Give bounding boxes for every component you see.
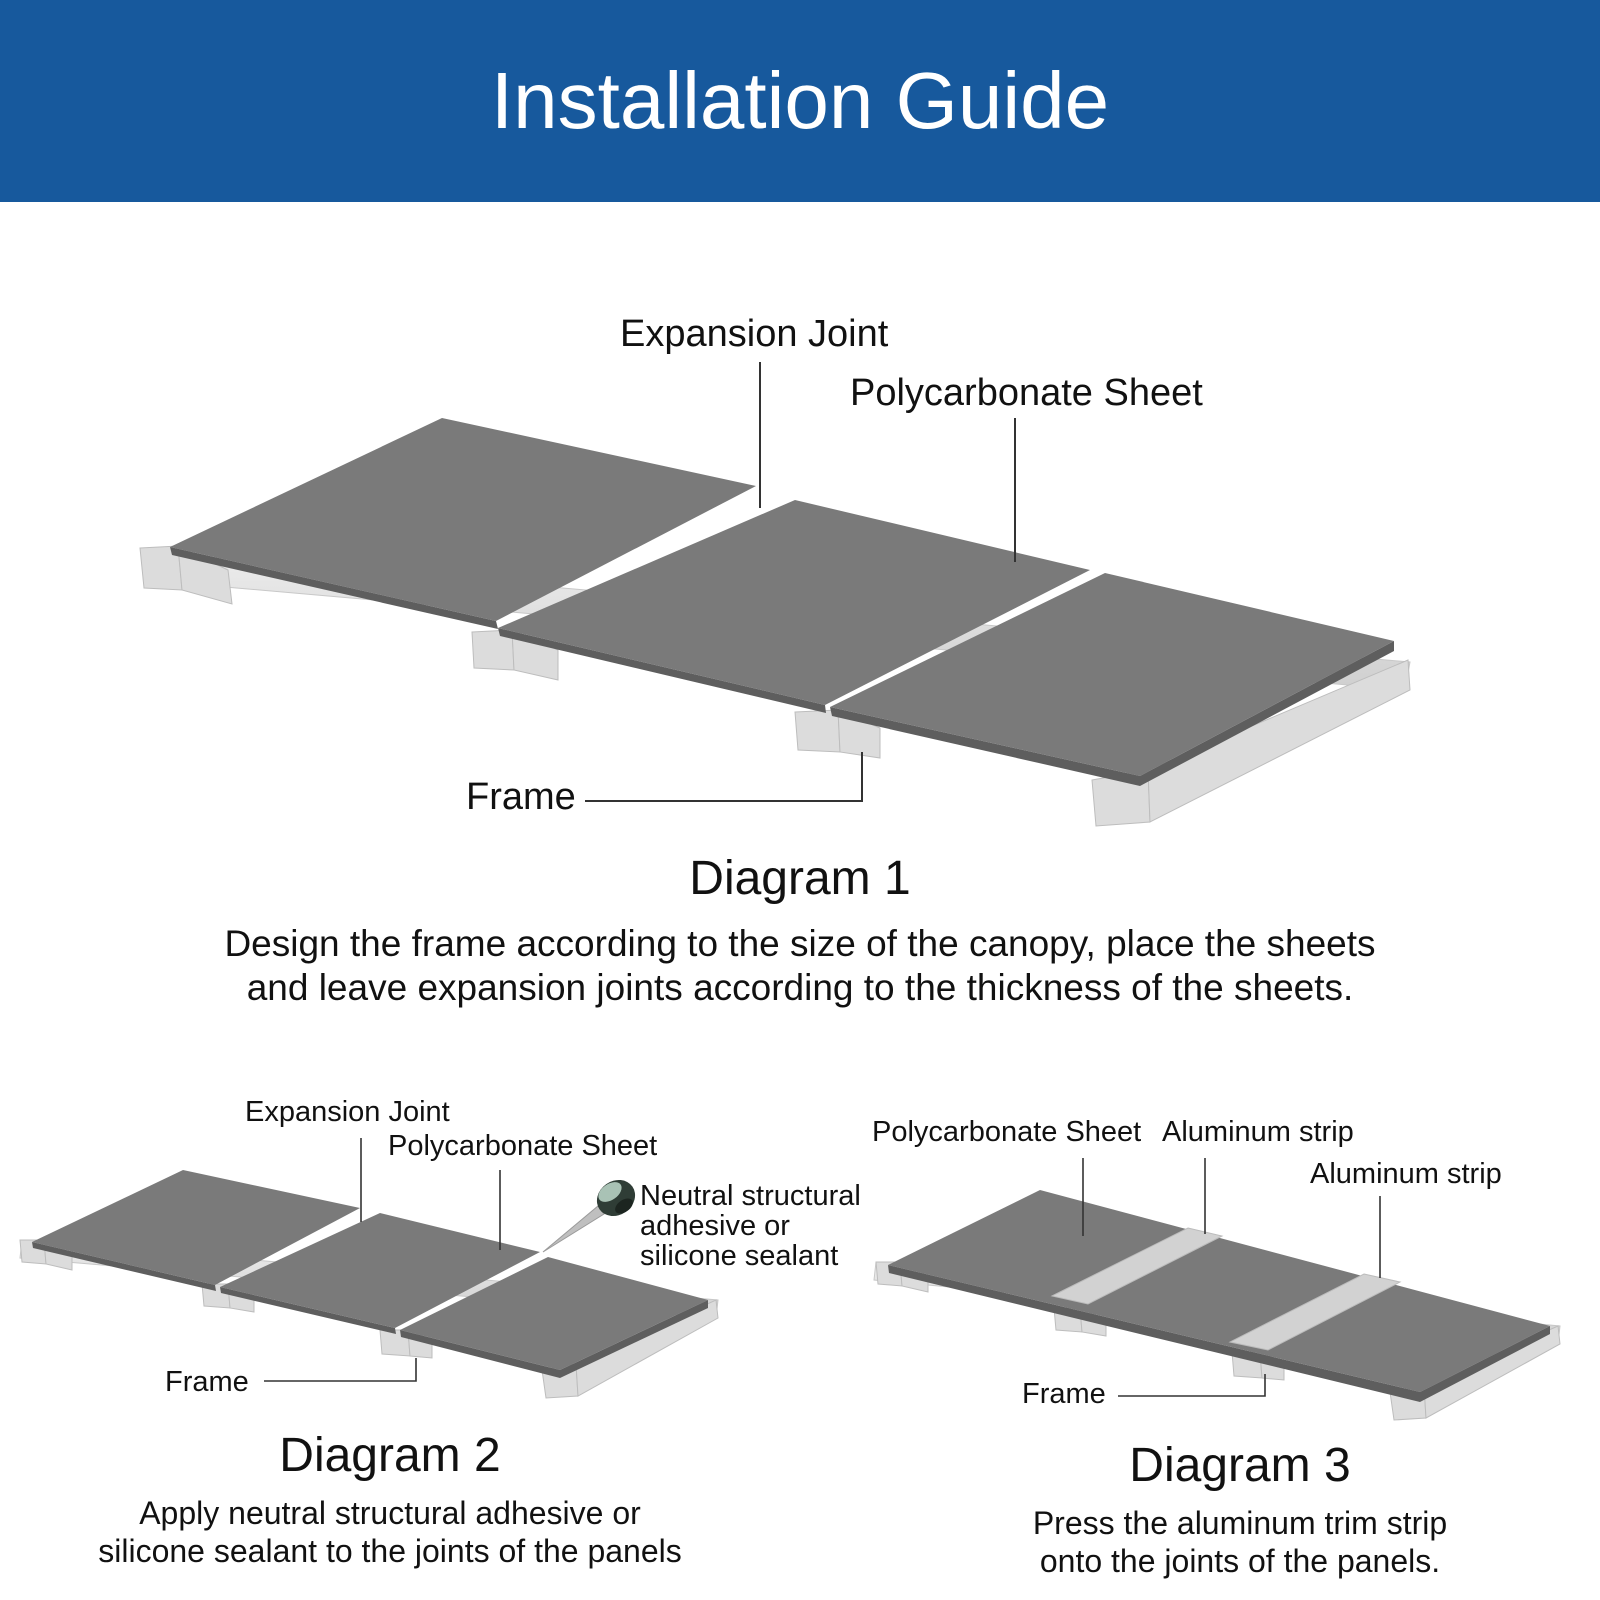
diagram3-label-aluminum-strip-2: Aluminum strip [1310, 1158, 1502, 1190]
diagram1-title: Diagram 1 [689, 852, 911, 905]
diagram2-leader-lines [264, 1138, 501, 1382]
diagram3-caption-line1: Press the aluminum trim strip [1032, 1505, 1448, 1541]
diagram2-sealant-tube-icon [542, 1179, 636, 1253]
diagram1-caption: Design the frame according to the size o… [80, 922, 1520, 1011]
diagram2-title: Diagram 2 [279, 1429, 501, 1482]
diagram1-sheet-left [170, 418, 756, 629]
header-banner: Installation Guide [0, 0, 1600, 202]
diagram2-sheet-right [400, 1257, 708, 1378]
diagram2-label-sealant-line2: adhesive or [640, 1210, 790, 1242]
page-title: Installation Guide [490, 56, 1110, 145]
diagram1-caption-line2: and leave expansion joints according to … [246, 967, 1354, 1009]
diagram2-label-sealant-line3: silicone sealant [640, 1240, 839, 1272]
diagram3-label-aluminum-strip-1: Aluminum strip [1162, 1116, 1354, 1148]
diagram1-frame-blocks [139, 545, 1411, 827]
diagram1-label-polycarbonate-sheet: Polycarbonate Sheet [850, 372, 1203, 414]
diagram3-panels [888, 1190, 1550, 1402]
diagram1-sheet-right [830, 573, 1394, 786]
diagram1-caption-line1: Design the frame according to the size o… [224, 923, 1376, 964]
diagram2-caption-line2: silicone sealant to the joints of the pa… [98, 1533, 682, 1570]
diagram3-caption: Press the aluminum trim strip onto the j… [880, 1504, 1600, 1581]
diagram2-label-frame: Frame [165, 1366, 249, 1398]
diagram2-sheet-middle [220, 1213, 540, 1334]
diagram2-caption: Apply neutral structural adhesive or sil… [20, 1494, 760, 1571]
diagram3-graphic [873, 1158, 1561, 1421]
diagram1-label-expansion-joint: Expansion Joint [620, 313, 889, 355]
diagram1-leader-lines [585, 362, 1016, 802]
diagram2-label-polycarbonate-sheet: Polycarbonate Sheet [388, 1130, 658, 1162]
diagram1-graphic [139, 362, 1411, 827]
diagram1-sheet-middle [498, 500, 1090, 713]
diagram1-label-frame: Frame [466, 776, 576, 818]
diagram2-label-expansion-joint: Expansion Joint [245, 1096, 450, 1128]
diagram2-sheet-left [32, 1170, 360, 1291]
diagram3-label-frame: Frame [1022, 1378, 1106, 1410]
diagram2-caption-line1: Apply neutral structural adhesive or [139, 1495, 641, 1531]
diagram3-caption-line2: onto the joints of the panels. [1039, 1543, 1441, 1580]
diagram2-graphic [19, 1138, 719, 1399]
diagram2-label-sealant-line1: Neutral structural [640, 1180, 861, 1212]
diagram3-title: Diagram 3 [1129, 1439, 1351, 1492]
diagram3-label-polycarbonate-sheet: Polycarbonate Sheet [872, 1116, 1142, 1148]
diagram3-aluminum-strip-1 [1050, 1227, 1224, 1305]
diagram3-leader-lines [1082, 1158, 1381, 1397]
diagram3-aluminum-strip-2 [1228, 1273, 1402, 1351]
